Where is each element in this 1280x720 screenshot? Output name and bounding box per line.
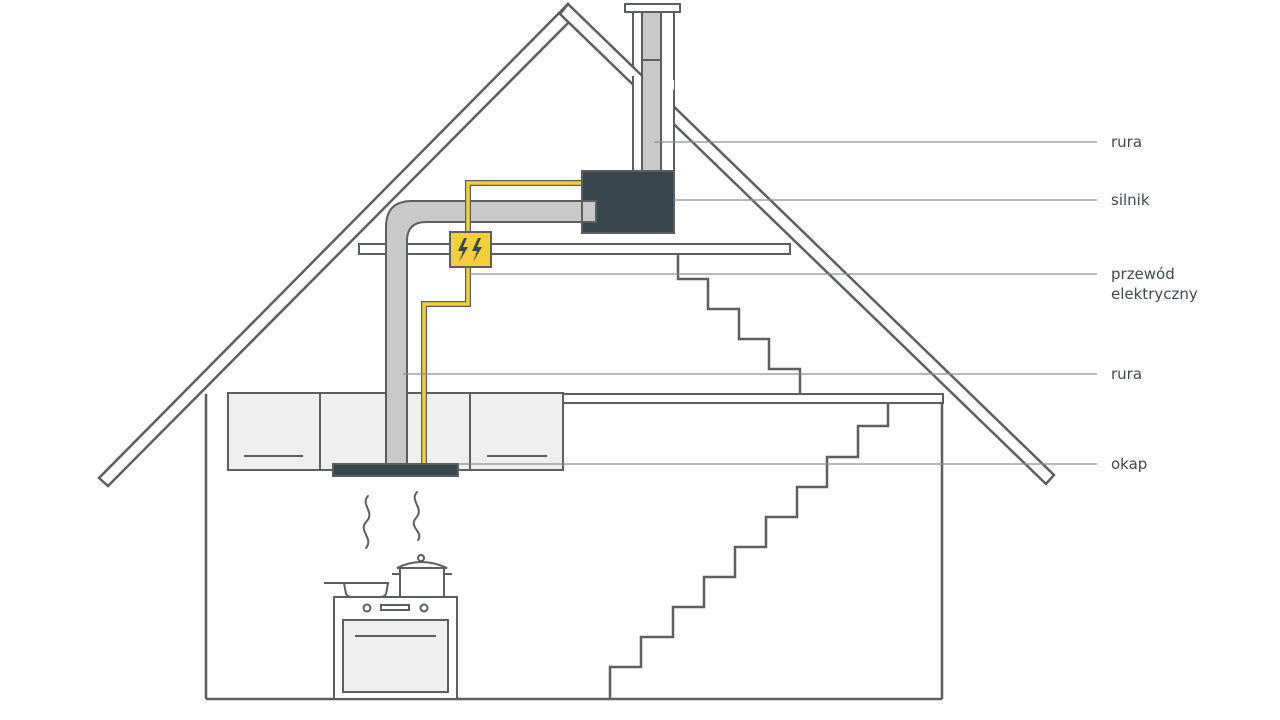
stove	[333, 596, 458, 700]
roof	[97, 2, 1056, 488]
label-electric-cable-line1: przewód	[1111, 265, 1175, 283]
top-pipe-front	[632, 59, 675, 179]
lightning-icon	[458, 238, 482, 262]
hood	[332, 463, 459, 477]
frying-pan-icon	[324, 582, 390, 598]
pot-icon	[392, 554, 452, 598]
label-duct-pipe: rura	[1111, 365, 1142, 383]
attic-shelf	[358, 243, 791, 255]
house-walls	[204, 394, 944, 701]
electric-cable	[421, 180, 596, 464]
label-top-pipe: rura	[1111, 133, 1142, 151]
label-hood: okap	[1111, 455, 1147, 473]
motor-inlet	[581, 200, 597, 223]
leader-lines	[403, 141, 1097, 465]
steam-icon	[362, 491, 421, 549]
motor	[581, 170, 675, 234]
lower-stairs	[608, 403, 890, 699]
label-electric-cable-line2: elektryczny	[1111, 285, 1198, 303]
attic-floor	[559, 393, 944, 404]
label-motor: silnik	[1111, 191, 1150, 209]
junction-box	[449, 231, 492, 268]
upper-stairs	[676, 254, 802, 394]
